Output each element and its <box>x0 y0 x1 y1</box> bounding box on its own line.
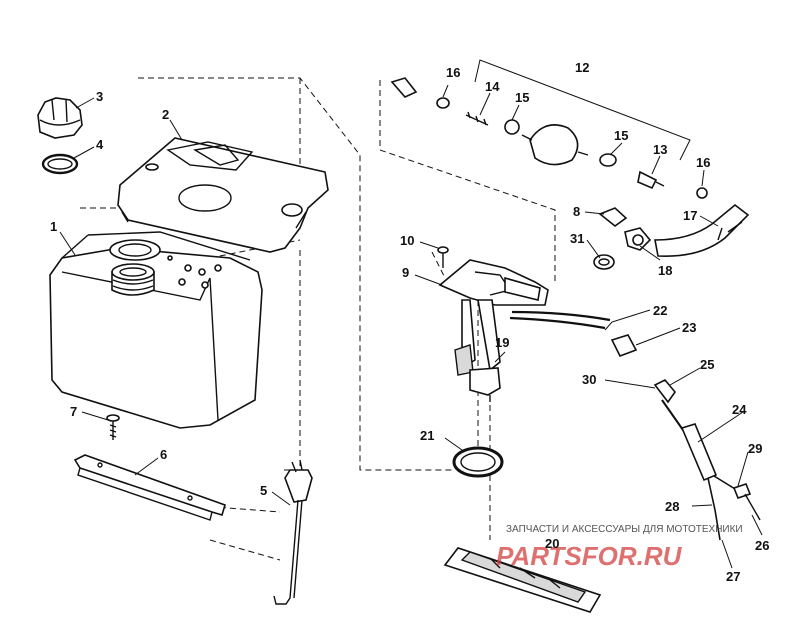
wire-connector <box>610 334 638 358</box>
callout-20: 20 <box>545 536 559 551</box>
mounting-bracket <box>73 454 226 521</box>
fuel-pickup-tube <box>273 459 313 605</box>
bracket-screw <box>106 414 120 440</box>
sender-wire-harness <box>653 379 761 541</box>
cap-o-ring <box>41 153 79 175</box>
leader-lines <box>59 59 763 569</box>
callout-26: 26 <box>755 538 769 553</box>
callout-18: 18 <box>658 263 672 278</box>
fuel-tank-body <box>49 231 263 429</box>
callout-14: 14 <box>485 79 500 94</box>
fuel-gauge-sender-unit <box>438 259 549 402</box>
callout-9: 9 <box>402 265 409 280</box>
fuel-hose <box>654 203 750 257</box>
watermark: ЗАПЧАСТИ И АКСЕССУАРЫ ДЛЯ МОТОТЕХНИКИ PA… <box>496 524 743 571</box>
callout-13: 13 <box>653 142 667 157</box>
callout-29: 29 <box>748 441 762 456</box>
tank-top-cover <box>117 137 329 253</box>
watermark-tagline: ЗАПЧАСТИ И АКСЕССУАРЫ ДЛЯ МОТОТЕХНИКИ <box>506 524 743 535</box>
gauge-plate <box>443 547 602 613</box>
callout-17: 17 <box>683 208 697 223</box>
callout-labels: 1 2 3 4 5 6 7 8 9 10 12 13 14 15 15 16 1… <box>50 60 769 584</box>
callout-22: 22 <box>653 303 667 318</box>
hose-clamps-and-connector <box>593 207 652 270</box>
sender-gasket <box>452 446 504 478</box>
callout-24: 24 <box>732 402 747 417</box>
callout-16a: 16 <box>446 65 460 80</box>
gauge-wire-leads <box>509 310 611 330</box>
callout-21: 21 <box>420 428 434 443</box>
callout-10: 10 <box>400 233 414 248</box>
filler-cap <box>37 97 83 139</box>
callout-15b: 15 <box>614 128 628 143</box>
callout-27: 27 <box>726 569 740 584</box>
callout-19: 19 <box>495 335 509 350</box>
watermark-logo: PARTSFOR.RU <box>496 541 683 571</box>
callout-30: 30 <box>582 372 596 387</box>
callout-12: 12 <box>575 60 589 75</box>
callout-23: 23 <box>682 320 696 335</box>
callout-1: 1 <box>50 219 57 234</box>
sender-screw <box>437 246 449 268</box>
callout-7: 7 <box>70 404 77 419</box>
callout-8: 8 <box>573 204 580 219</box>
callout-2: 2 <box>162 107 169 122</box>
callout-5: 5 <box>260 483 267 498</box>
callout-15a: 15 <box>515 90 529 105</box>
callout-16b: 16 <box>696 155 710 170</box>
primer-bulb-assembly <box>390 77 708 199</box>
callout-31: 31 <box>570 231 584 246</box>
callout-6: 6 <box>160 447 167 462</box>
callout-25: 25 <box>700 357 714 372</box>
callout-3: 3 <box>96 89 103 104</box>
callout-4: 4 <box>96 137 104 152</box>
callout-28: 28 <box>665 499 679 514</box>
